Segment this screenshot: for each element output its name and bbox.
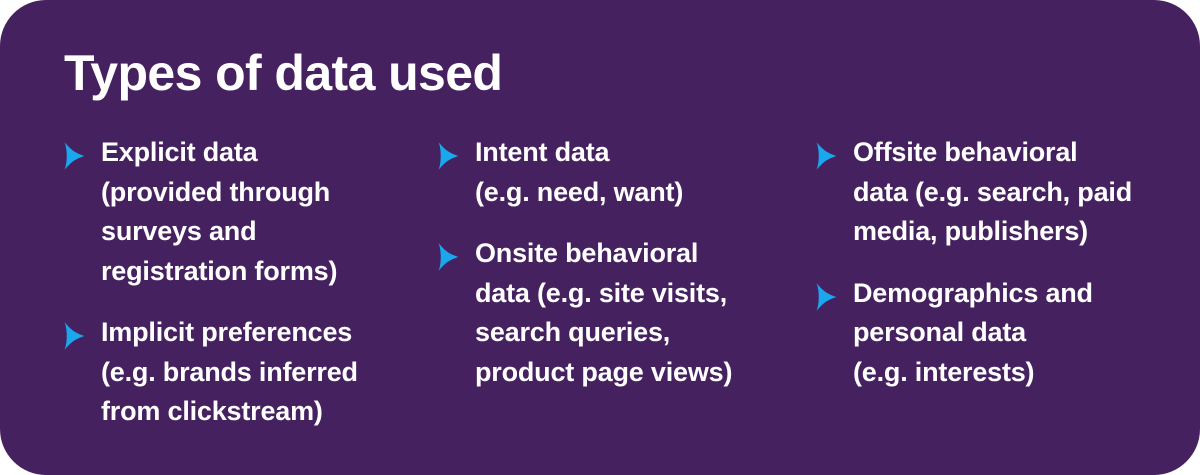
list-item: Offsite behavioral data (e.g. search, pa…	[816, 133, 1200, 252]
arrowhead-right-icon	[816, 282, 837, 311]
bullet-column-1: Explicit data (provided through surveys …	[0, 133, 374, 432]
arrowhead-right-icon	[64, 322, 85, 350]
list-item-label: Onsite behavioral data (e.g. site visits…	[475, 238, 733, 387]
list-item-label: Intent data (e.g. need, want)	[475, 137, 684, 207]
arrowhead-right-icon	[438, 142, 459, 170]
list-item: Onsite behavioral data (e.g. site visits…	[438, 234, 752, 392]
list-item: Implicit preferences (e.g. brands inferr…	[64, 313, 374, 432]
list-item: Demographics and personal data (e.g. int…	[816, 274, 1200, 393]
list-item: Explicit data (provided through surveys …	[64, 133, 374, 291]
arrowhead-right-icon	[438, 243, 459, 271]
arrowhead-right-icon	[816, 142, 837, 170]
list-item-label: Implicit preferences (e.g. brands inferr…	[101, 317, 358, 426]
arrowhead-right-icon	[64, 142, 85, 170]
page-title: Types of data used	[64, 45, 503, 101]
bullet-column-3: Offsite behavioral data (e.g. search, pa…	[752, 133, 1200, 392]
list-item: Intent data (e.g. need, want)	[438, 133, 752, 212]
list-item-label: Explicit data (provided through surveys …	[101, 137, 338, 286]
bullet-columns: Explicit data (provided through surveys …	[0, 133, 1200, 432]
list-item-label: Demographics and personal data (e.g. int…	[853, 277, 1093, 387]
list-item-label: Offsite behavioral data (e.g. search, pa…	[853, 137, 1132, 246]
bullet-column-2: Intent data (e.g. need, want) Onsite beh…	[374, 133, 752, 392]
